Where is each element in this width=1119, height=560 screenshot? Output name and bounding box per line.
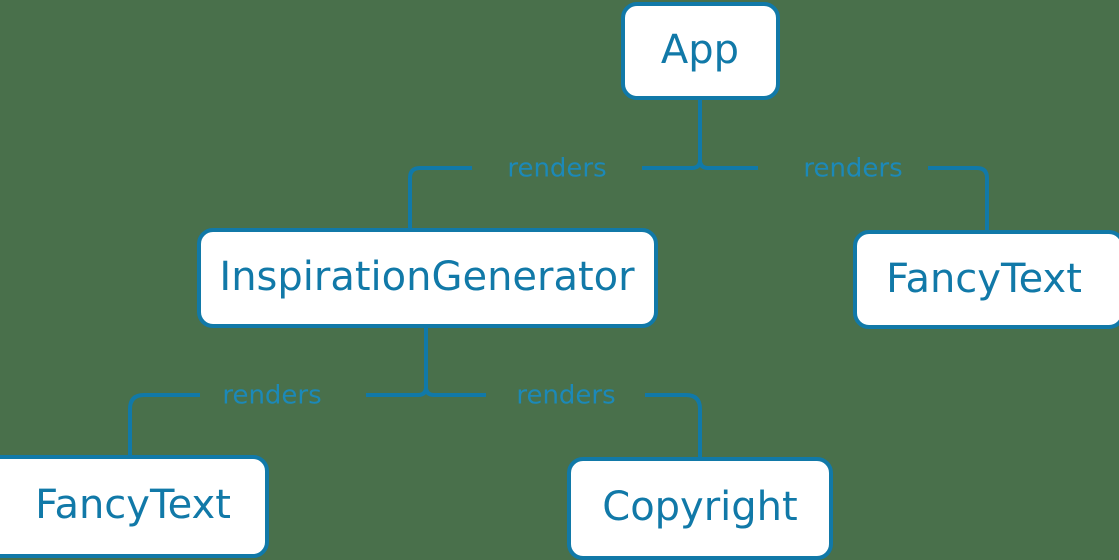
edge-inspiration-generator-stem bbox=[366, 328, 428, 397]
node-copyright[interactable]: Copyright bbox=[567, 457, 833, 560]
node-fancytext-bottom[interactable]: FancyText bbox=[0, 455, 269, 558]
edge-app-stem bbox=[642, 100, 702, 170]
node-copyright-box[interactable] bbox=[567, 457, 833, 560]
node-fancytext-right-box[interactable] bbox=[853, 230, 1119, 329]
edge-inspiration-generator-stem-right bbox=[424, 386, 486, 397]
edge-app-to-inspiration-generator bbox=[408, 166, 472, 228]
edge-app-stem-right bbox=[698, 159, 758, 170]
edge-inspiration-generator-to-fancytext-bottom bbox=[128, 393, 200, 455]
edge-label-app-right: renders bbox=[803, 154, 902, 184]
node-app[interactable]: App bbox=[621, 2, 780, 100]
edge-label-app-left: renders bbox=[507, 154, 606, 184]
node-inspiration-generator-label: InspirationGenerator bbox=[219, 254, 635, 300]
edge-app-to-fancytext-right bbox=[928, 166, 989, 230]
node-fancytext-bottom-label: FancyText bbox=[35, 482, 231, 528]
node-inspiration-generator-box[interactable] bbox=[197, 228, 658, 328]
edge-label-ig-right: renders bbox=[516, 381, 615, 411]
edge-inspiration-generator-to-copyright bbox=[645, 393, 702, 457]
node-app-label: App bbox=[661, 27, 739, 73]
node-fancytext-bottom-box[interactable] bbox=[0, 455, 269, 558]
node-app-box[interactable] bbox=[621, 2, 780, 100]
node-inspiration-generator[interactable]: InspirationGenerator bbox=[197, 228, 658, 328]
edge-label-ig-left: renders bbox=[222, 381, 321, 411]
node-fancytext-right-label: FancyText bbox=[886, 256, 1082, 302]
node-copyright-label: Copyright bbox=[602, 484, 797, 530]
node-fancytext-right[interactable]: FancyText bbox=[853, 230, 1119, 329]
